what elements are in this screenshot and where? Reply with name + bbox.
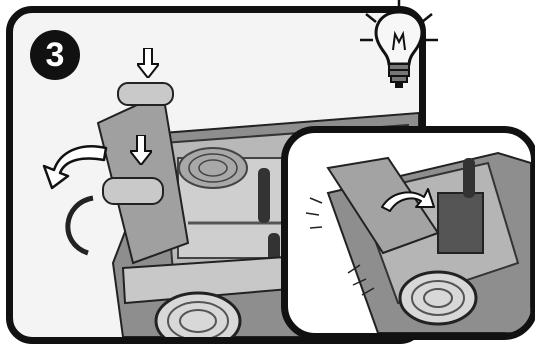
curved-arrow-icon	[380, 185, 435, 213]
step-number-badge: 3	[30, 30, 80, 80]
down-arrow-icon	[130, 135, 152, 165]
lightbulb-icon	[358, 0, 440, 90]
detail-inset-frame	[281, 126, 535, 340]
down-arrow-icon	[137, 48, 159, 78]
battery-insert-detail	[288, 133, 531, 333]
curved-arrow-icon	[40, 140, 110, 190]
